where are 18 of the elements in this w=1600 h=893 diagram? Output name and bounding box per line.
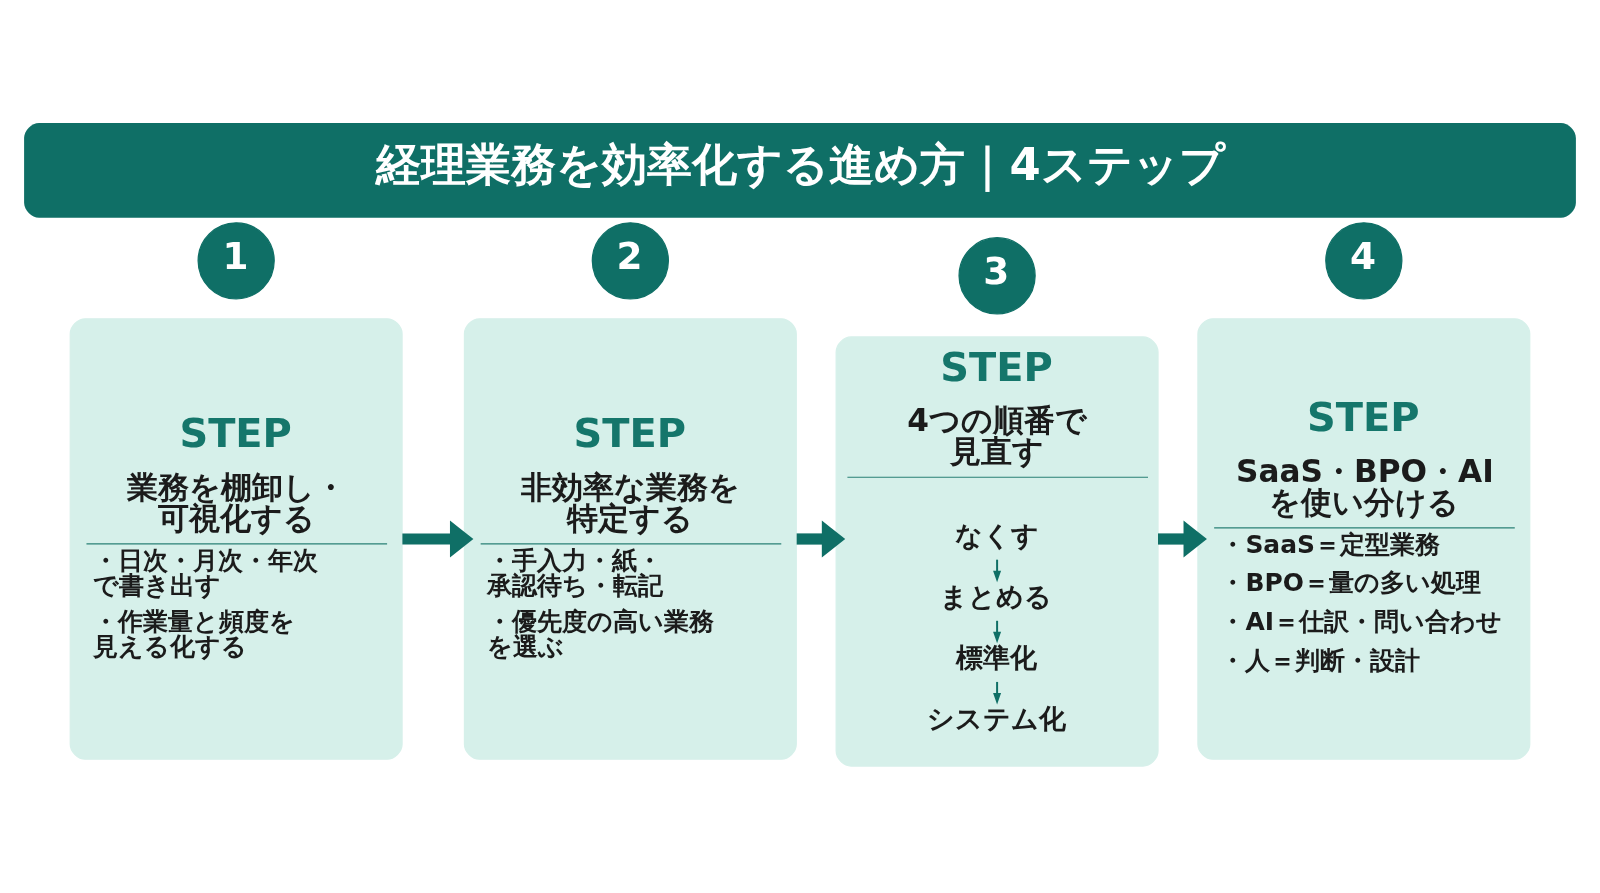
arrow (993, 558, 1002, 582)
node-text: システム化 (927, 702, 1067, 734)
arrow (796, 520, 846, 557)
node-circle: 2 (591, 221, 670, 299)
arrow (1158, 520, 1207, 557)
node-box: STEP SaaS・BPO・AIを使い分ける ・SaaS＝定型業務 ・BPO＝量の多い処理 ・AI＝仕訳・問い合わせ ・人＝判断・設計 (1197, 317, 1531, 760)
node-circle: 3 (958, 236, 1036, 314)
node-circle: 4 (1325, 221, 1403, 299)
arrow (993, 680, 1002, 704)
diagram-title: 経理業務を効率化する進め方｜4ステップ (376, 137, 1225, 191)
arrow (402, 520, 474, 557)
node-box: STEP 非効率な業務を特定する ・手入力・紙・承認待ち・転記 ・優先度の高い業務を選ぶ (463, 317, 797, 760)
node-text: まとめる (940, 580, 1053, 612)
node-text: なくす (954, 519, 1039, 551)
node-box: STEP 業務を棚卸し・可視化する ・日次・月次・年次で書き出す ・作業量と頻度を見える化する (69, 317, 403, 760)
arrow (993, 619, 1002, 643)
node-circle: 1 (197, 221, 275, 299)
node-text: 標準化 (955, 641, 1037, 673)
